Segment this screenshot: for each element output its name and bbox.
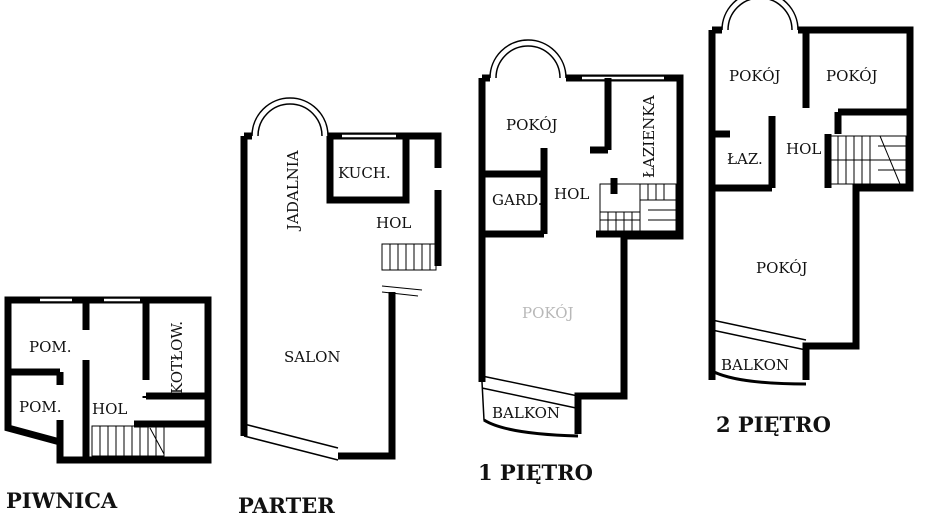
pietro2-room-hol: HOL bbox=[786, 140, 821, 158]
floor-piwnica: POM. POM. HOL KOTŁOW. PIWNICA bbox=[4, 296, 212, 513]
piwnica-room-hol: HOL bbox=[92, 400, 127, 418]
piwnica-stairs bbox=[91, 425, 165, 457]
parter-bay-window bbox=[251, 97, 329, 137]
pietro2-room-pokoj-3: POKÓJ bbox=[756, 259, 808, 277]
pietro2-bay-window bbox=[721, 0, 799, 31]
floor-label-pietro-1: 1 PIĘTRO bbox=[478, 460, 593, 485]
pietro1-room-balkon: BALKON bbox=[492, 404, 560, 422]
piwnica-room-kotlownia: KOTŁOW. bbox=[168, 321, 186, 394]
pietro2-outer-wall bbox=[708, 26, 914, 380]
floor-label-parter: PARTER bbox=[238, 493, 335, 518]
parter-room-kuchnia: KUCH. bbox=[338, 164, 391, 182]
pietro1-bay-window bbox=[489, 39, 567, 79]
piwnica-inner-walls bbox=[8, 300, 208, 460]
pietro2-inner-walls bbox=[712, 30, 910, 192]
pietro1-room-lazienka: ŁAZIENKA bbox=[640, 95, 658, 178]
pietro1-stairs bbox=[599, 183, 677, 233]
pietro1-inner-walls bbox=[482, 78, 680, 238]
parter-outer-wall bbox=[240, 132, 442, 460]
parter-room-jadalnia: JADALNIA bbox=[284, 150, 302, 232]
pietro2-room-pokoj-1: POKÓJ bbox=[729, 67, 781, 85]
pietro1-room-garderoba: GARD. bbox=[492, 191, 542, 209]
parter-room-salon: SALON bbox=[284, 348, 341, 366]
floor-label-pietro-2: 2 PIĘTRO bbox=[716, 412, 831, 437]
piwnica-room-pom-1: POM. bbox=[29, 338, 72, 356]
pietro1-room-pokoj-1: POKÓJ bbox=[506, 116, 558, 134]
pietro1-room-hol: HOL bbox=[554, 185, 589, 203]
floor-parter: JADALNIA KUCH. HOL SALON PARTER bbox=[238, 97, 442, 518]
floor-pietro-2: POKÓJ POKÓJ ŁAZ. HOL POKÓJ BALKON 2 PIĘT… bbox=[708, 0, 914, 437]
piwnica-room-pom-2: POM. bbox=[19, 398, 62, 416]
pietro2-room-lazienka: ŁAZ. bbox=[727, 150, 763, 168]
pietro2-room-balkon: BALKON bbox=[721, 356, 789, 374]
parter-stairs bbox=[381, 243, 437, 297]
parter-room-hol: HOL bbox=[376, 214, 411, 232]
pietro2-room-pokoj-2: POKÓJ bbox=[826, 67, 878, 85]
pietro1-room-pokoj-2: POKÓJ bbox=[522, 304, 574, 322]
floor-label-piwnica: PIWNICA bbox=[6, 488, 118, 513]
floor-pietro-1: POKÓJ ŁAZIENKA GARD. HOL POKÓJ BALKON 1 … bbox=[478, 39, 684, 485]
parter-kitchen-walls bbox=[326, 136, 410, 204]
pietro2-balkon bbox=[711, 319, 807, 351]
pietro2-stairs bbox=[829, 135, 907, 185]
